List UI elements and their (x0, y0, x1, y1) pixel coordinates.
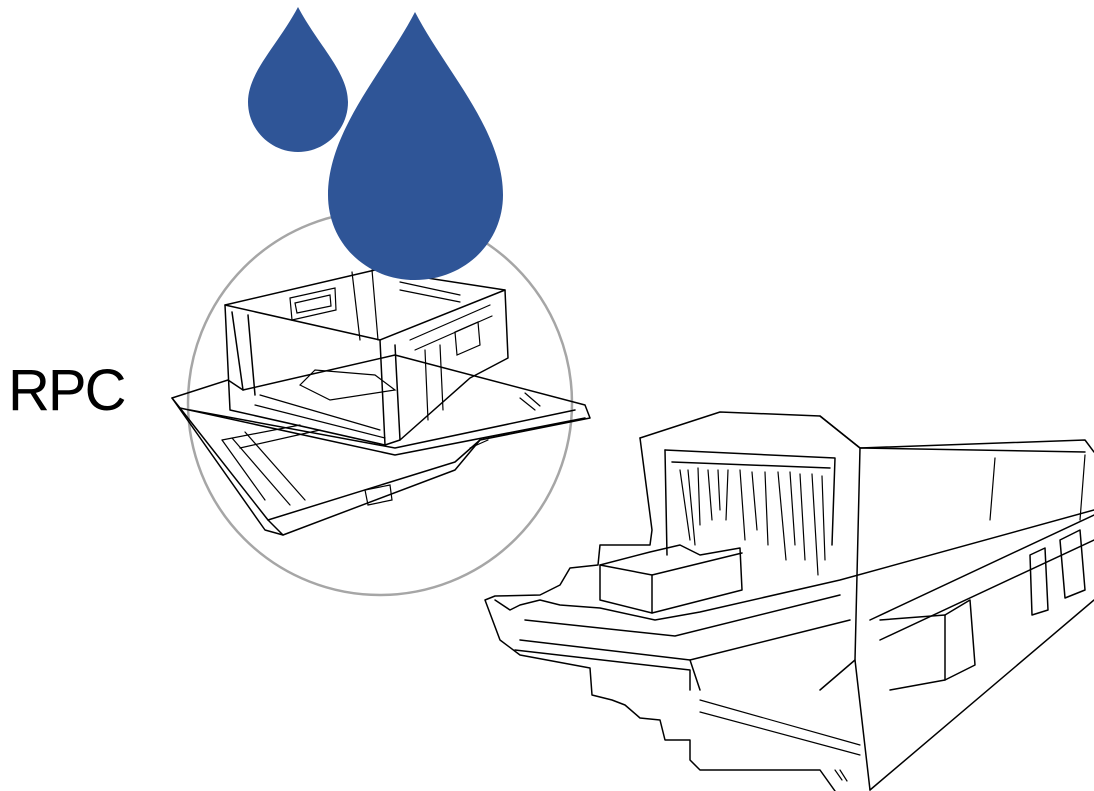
large-drop-icon (328, 12, 503, 280)
crate-icon (172, 270, 590, 535)
tunnel-washer-icon (485, 412, 1094, 791)
small-drop-icon (248, 7, 348, 152)
